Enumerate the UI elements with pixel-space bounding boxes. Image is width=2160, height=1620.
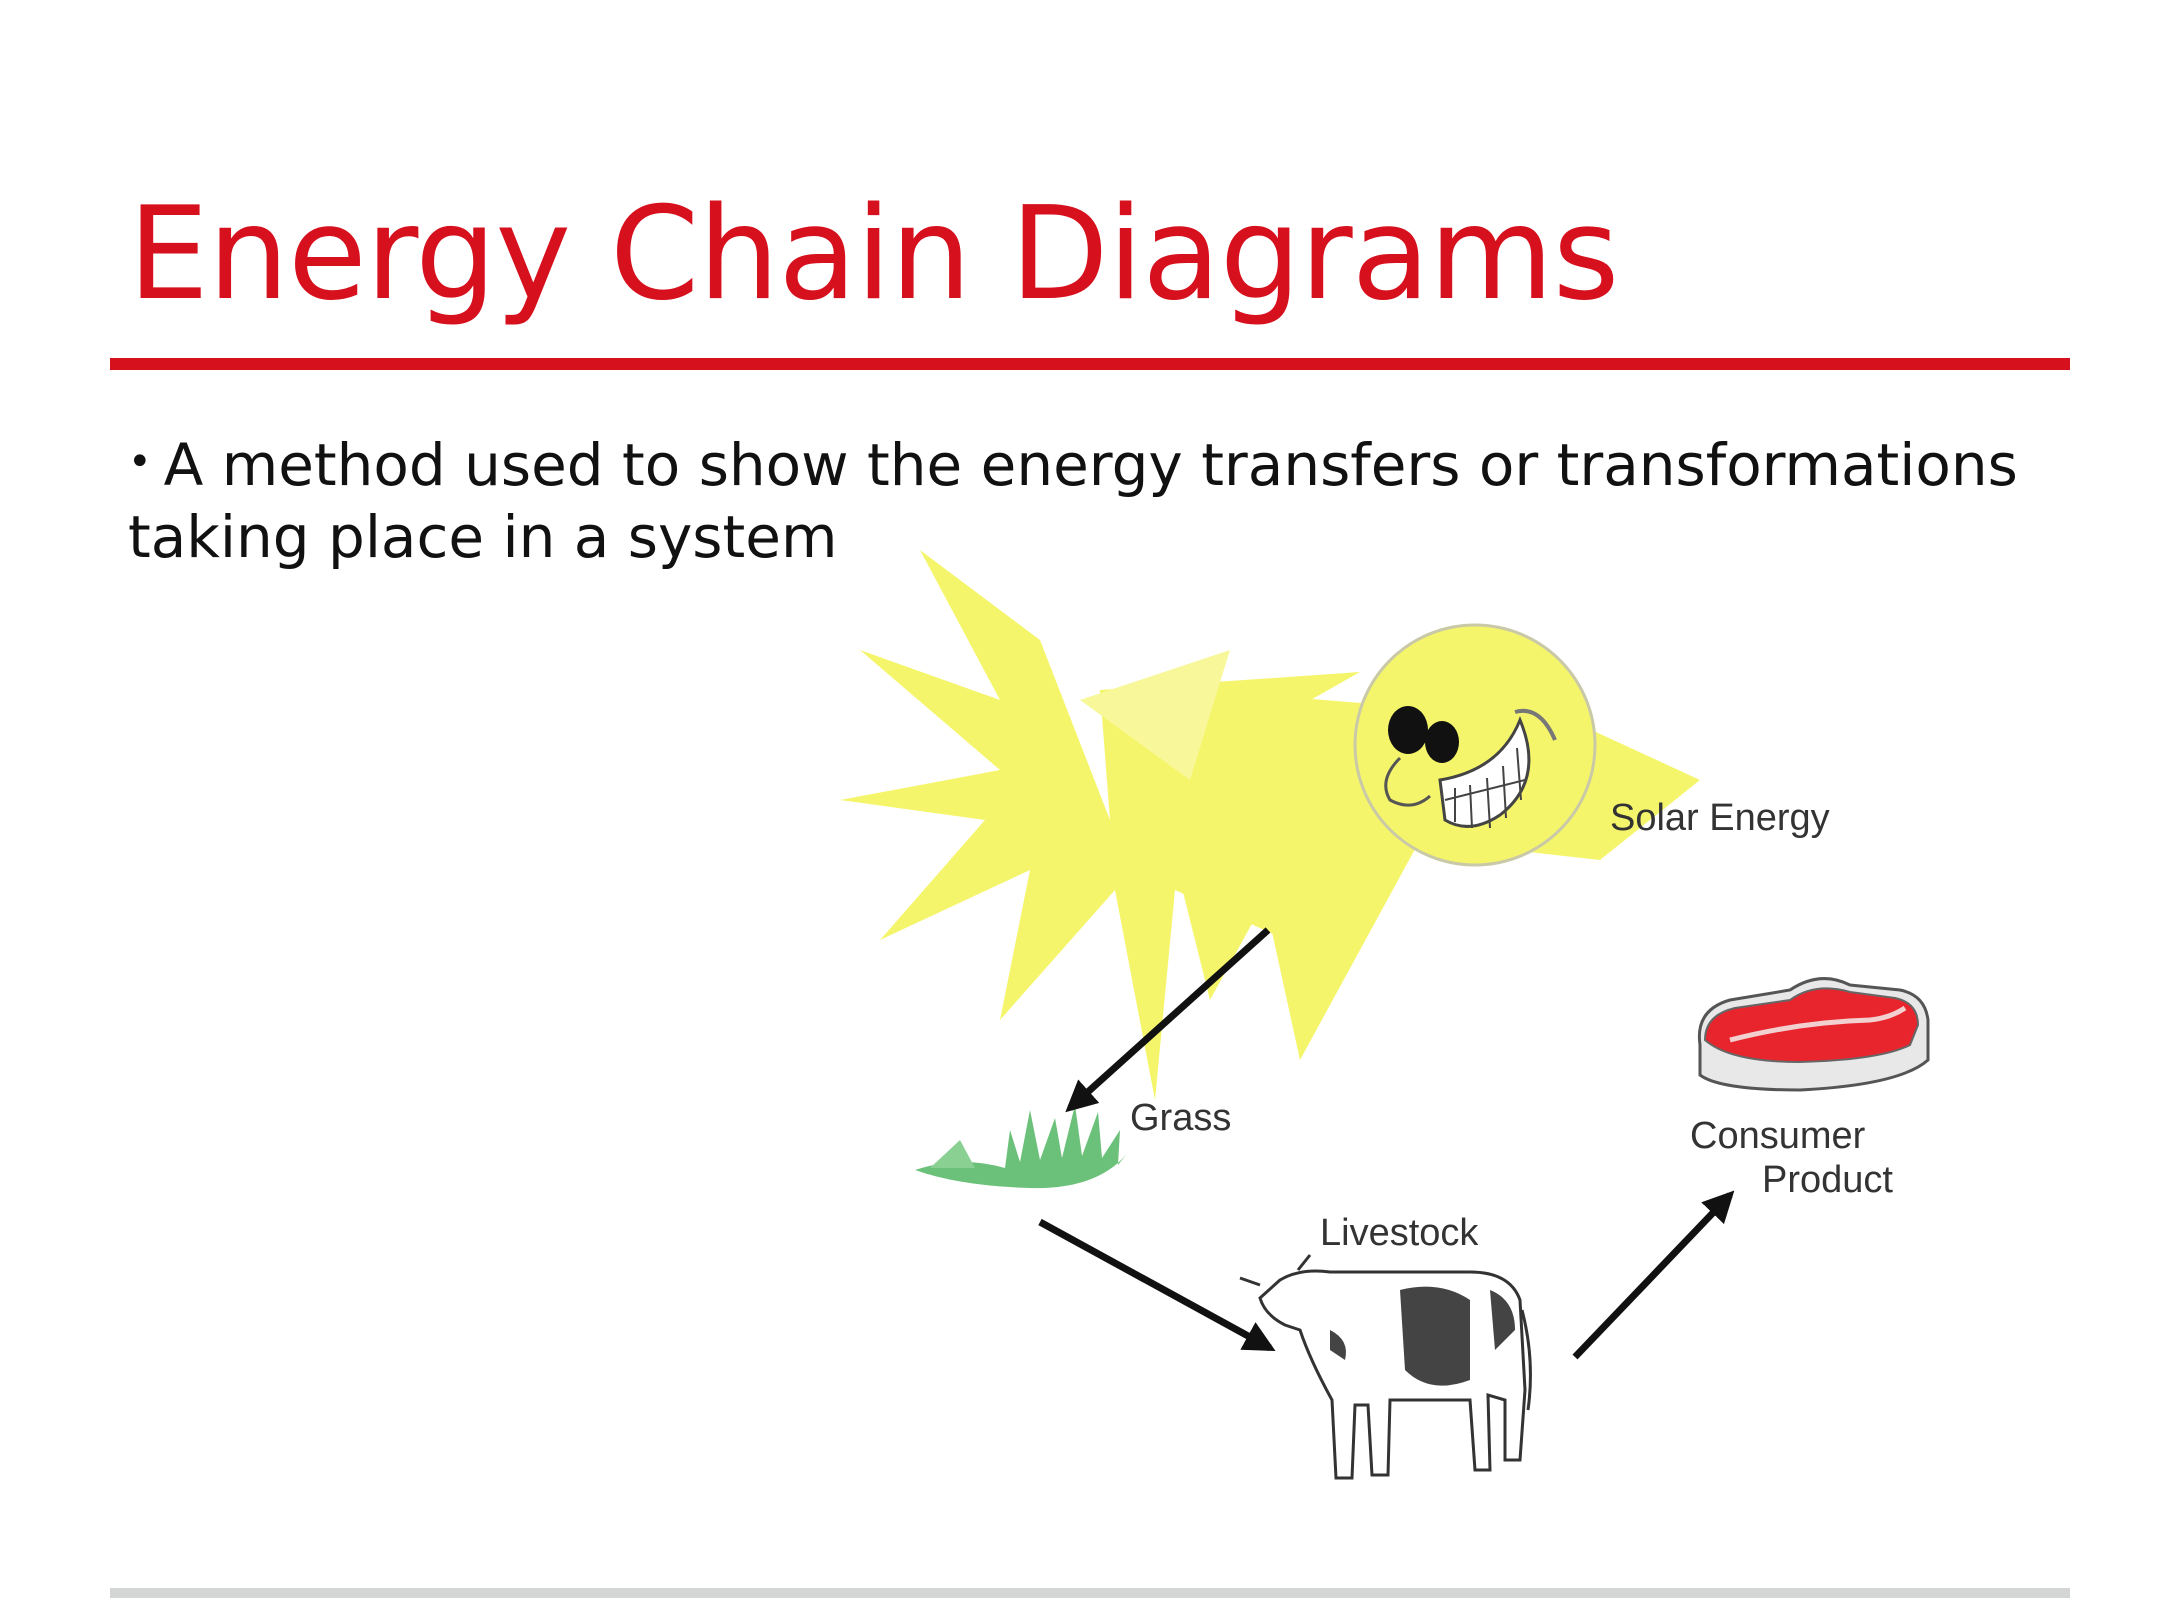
arrow-grass-to-livestock	[1038, 1218, 1276, 1352]
slide-title: Energy Chain Diagrams	[128, 180, 1619, 329]
footer-divider	[110, 1588, 2070, 1598]
arrow-livestock-to-product	[1572, 1190, 1735, 1360]
label-livestock: Livestock	[1320, 1212, 1479, 1254]
steak-icon	[1697, 977, 1930, 1092]
cow-icon	[1239, 1254, 1532, 1480]
bullet-text: A method used to show the energy transfe…	[128, 431, 2018, 571]
label-product: Product	[1762, 1159, 1893, 1201]
label-grass: Grass	[1130, 1097, 1231, 1139]
chain-arrows	[1038, 927, 1735, 1360]
sun-icon	[840, 550, 1700, 1100]
label-consumer: Consumer	[1690, 1115, 1866, 1157]
bullet-point: •A method used to show the energy transf…	[128, 426, 2028, 573]
arrow-sun-to-grass	[1065, 927, 1271, 1113]
grass-icon	[915, 1105, 1130, 1189]
bullet-dot: •	[128, 439, 152, 485]
title-underline	[110, 358, 2070, 370]
label-solar-energy: Solar Energy	[1610, 797, 1830, 839]
